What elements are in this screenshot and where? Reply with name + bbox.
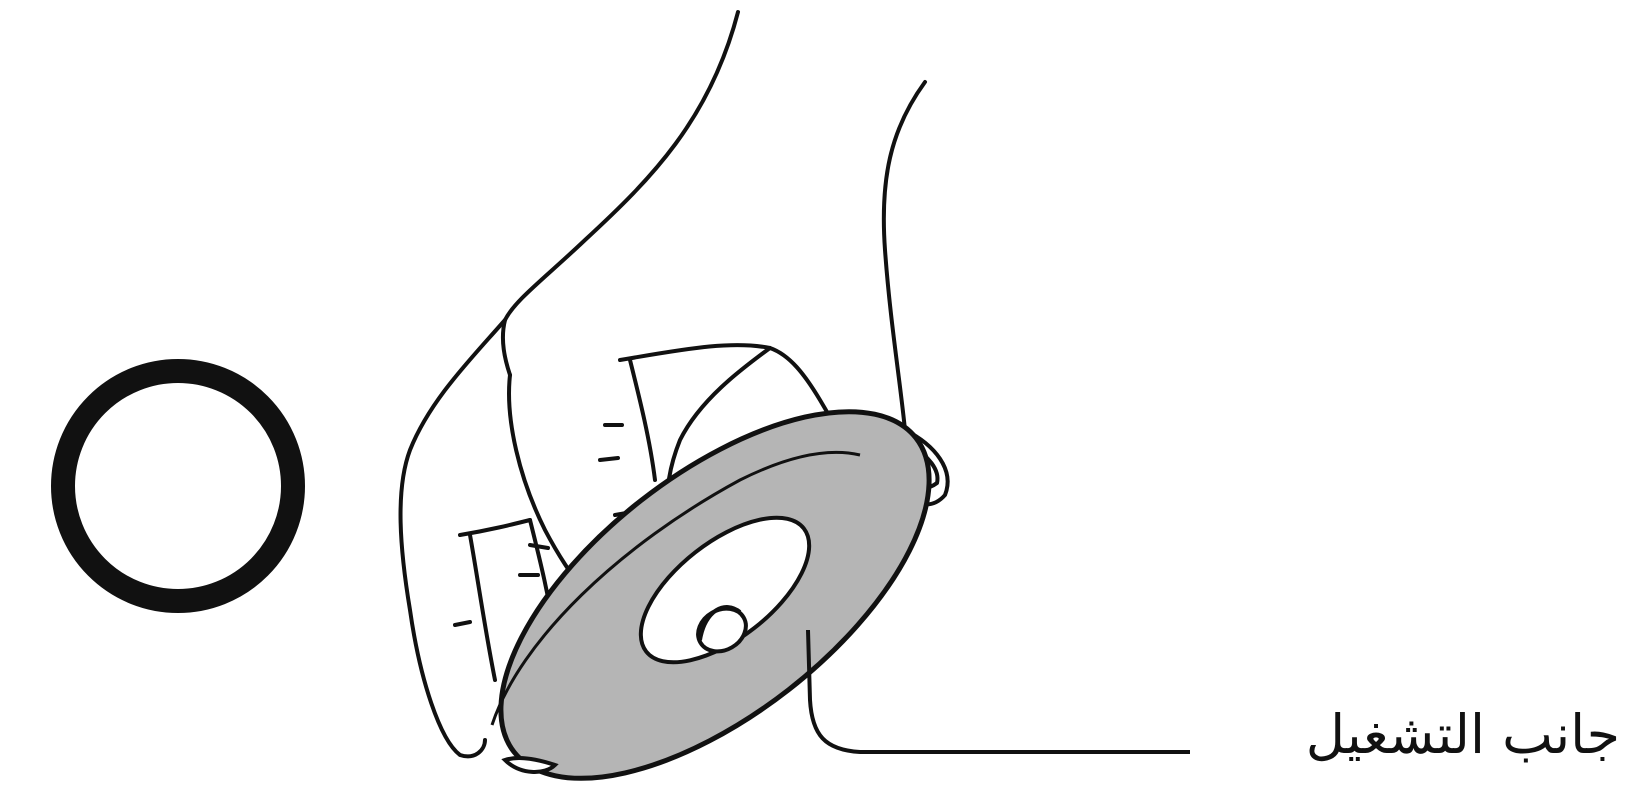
play-side-label: جانب التشغيل [1200,695,1620,775]
callout-leader-line [808,630,1190,752]
correct-mark-circle-icon [63,371,293,601]
